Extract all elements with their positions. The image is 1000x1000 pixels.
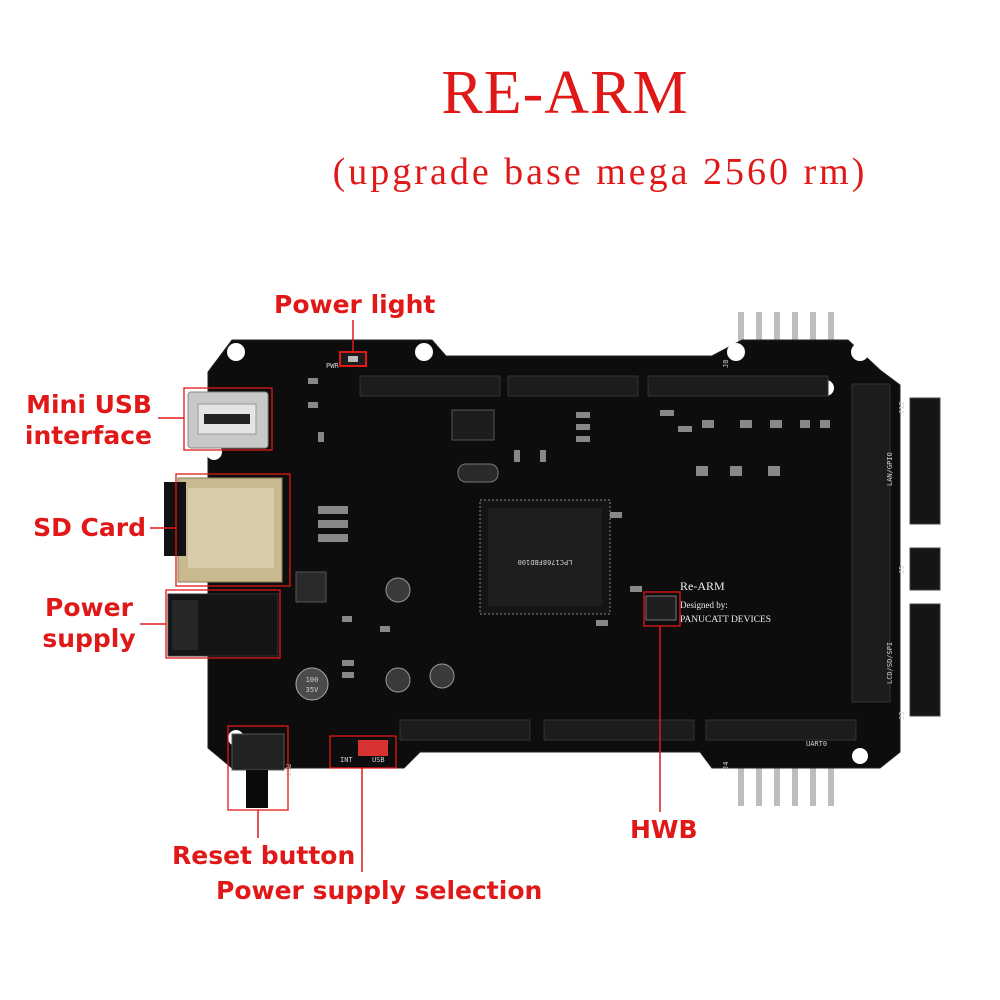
bottom-female-header	[399, 719, 857, 741]
mount-hole	[415, 343, 433, 361]
top-pin-header	[738, 312, 834, 354]
j4-label: J4	[722, 762, 730, 770]
reset-switch-cap	[246, 770, 268, 808]
j3-label: J3	[898, 712, 906, 720]
designed-by: Designed by:	[680, 600, 728, 610]
svg-text:100: 100	[306, 676, 319, 684]
reset-switch-body	[231, 733, 285, 771]
j8-label: J8	[722, 360, 730, 368]
usb-highlight-box	[183, 387, 273, 451]
mount-hole	[851, 343, 869, 361]
lan-gpio-label: LAN/GPIO	[886, 452, 894, 486]
smd-components	[308, 378, 830, 678]
mount-hole	[727, 343, 745, 361]
mini-usb-label-line2: interface	[24, 421, 152, 450]
power-supply-label-line2: supply	[42, 624, 136, 653]
sd-highlight-box	[175, 473, 291, 587]
reset-button-label: Reset button	[172, 841, 356, 870]
mini-usb-label: Mini USB interface	[22, 389, 152, 451]
power-supply-label: Power supply	[36, 592, 142, 654]
power-supply-label-line1: Power	[45, 593, 133, 622]
lcd-sd-spi-connector	[909, 603, 941, 717]
mount-hole	[852, 748, 868, 764]
hwb-button	[645, 595, 677, 621]
j5-connector	[909, 547, 941, 591]
page-subtitle: (upgrade base mega 2560 rm)	[332, 151, 868, 193]
maker-name: PANUCATT DEVICES	[680, 615, 771, 625]
right-female-header	[851, 383, 891, 703]
power-supply-selection-label: Power supply selection	[216, 876, 543, 905]
lan-gpio-connector	[909, 397, 941, 525]
board-name: Re-ARM	[680, 579, 725, 593]
pwr-label: PWR	[326, 362, 339, 370]
hwb-highlight-box	[643, 591, 681, 627]
mount-hole	[227, 343, 245, 361]
big-capacitor	[295, 667, 329, 701]
bottom-pin-header	[738, 760, 834, 806]
sd-card-label: SD Card	[33, 513, 146, 542]
hwb-label: HWB	[630, 815, 698, 844]
j12-label: J12	[898, 401, 906, 414]
int-label: INT	[340, 756, 353, 764]
sd-card	[164, 482, 186, 556]
mini-usb-label-line1: Mini USB	[26, 390, 152, 419]
jumper-highlight-box	[329, 735, 397, 769]
leader-lines	[140, 320, 661, 872]
j5-label: J5	[898, 566, 906, 574]
uart-label: UART0	[806, 740, 827, 748]
chip-marking: LPC1768FBD100	[518, 558, 573, 566]
power-jumper	[358, 740, 388, 756]
lcd-sd-spi-label: LCD/SD/SPI	[886, 642, 894, 684]
top-female-header	[359, 375, 829, 397]
power-light-label: Power light	[274, 290, 436, 319]
svg-text:35V: 35V	[306, 686, 319, 694]
highlight-boxes	[165, 387, 681, 811]
usb-label: USB	[372, 756, 385, 764]
page-title: RE-ARM	[441, 59, 689, 127]
